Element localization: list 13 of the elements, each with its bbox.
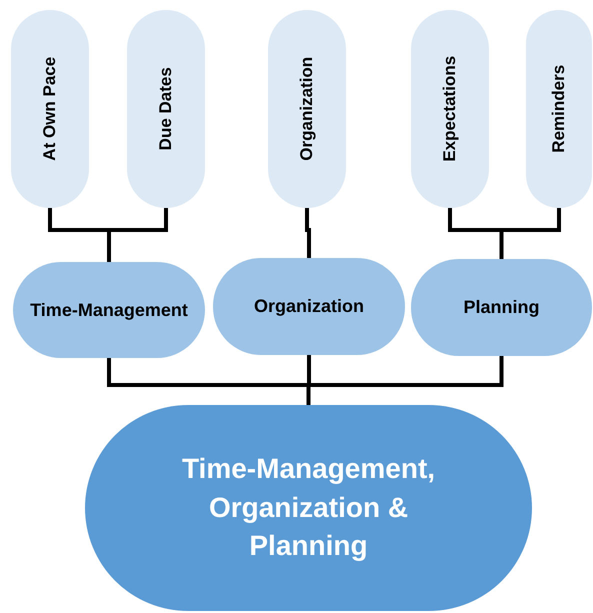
node-label: Time-Management [29, 298, 189, 322]
connector-line [306, 356, 504, 405]
node-label: Organization [296, 57, 318, 161]
node-label: Time-Management, Organization & Planning [180, 452, 436, 564]
node-label: Due Dates [155, 67, 176, 151]
node-label: Reminders [548, 65, 570, 153]
node-label: At Own Pace [39, 57, 60, 161]
node-label: Organization [252, 295, 365, 318]
connector-line [107, 208, 168, 262]
connector-line [305, 208, 311, 258]
connector-line [500, 208, 561, 259]
node-label: Planning [462, 296, 540, 319]
node-label: Expectations [439, 56, 460, 162]
